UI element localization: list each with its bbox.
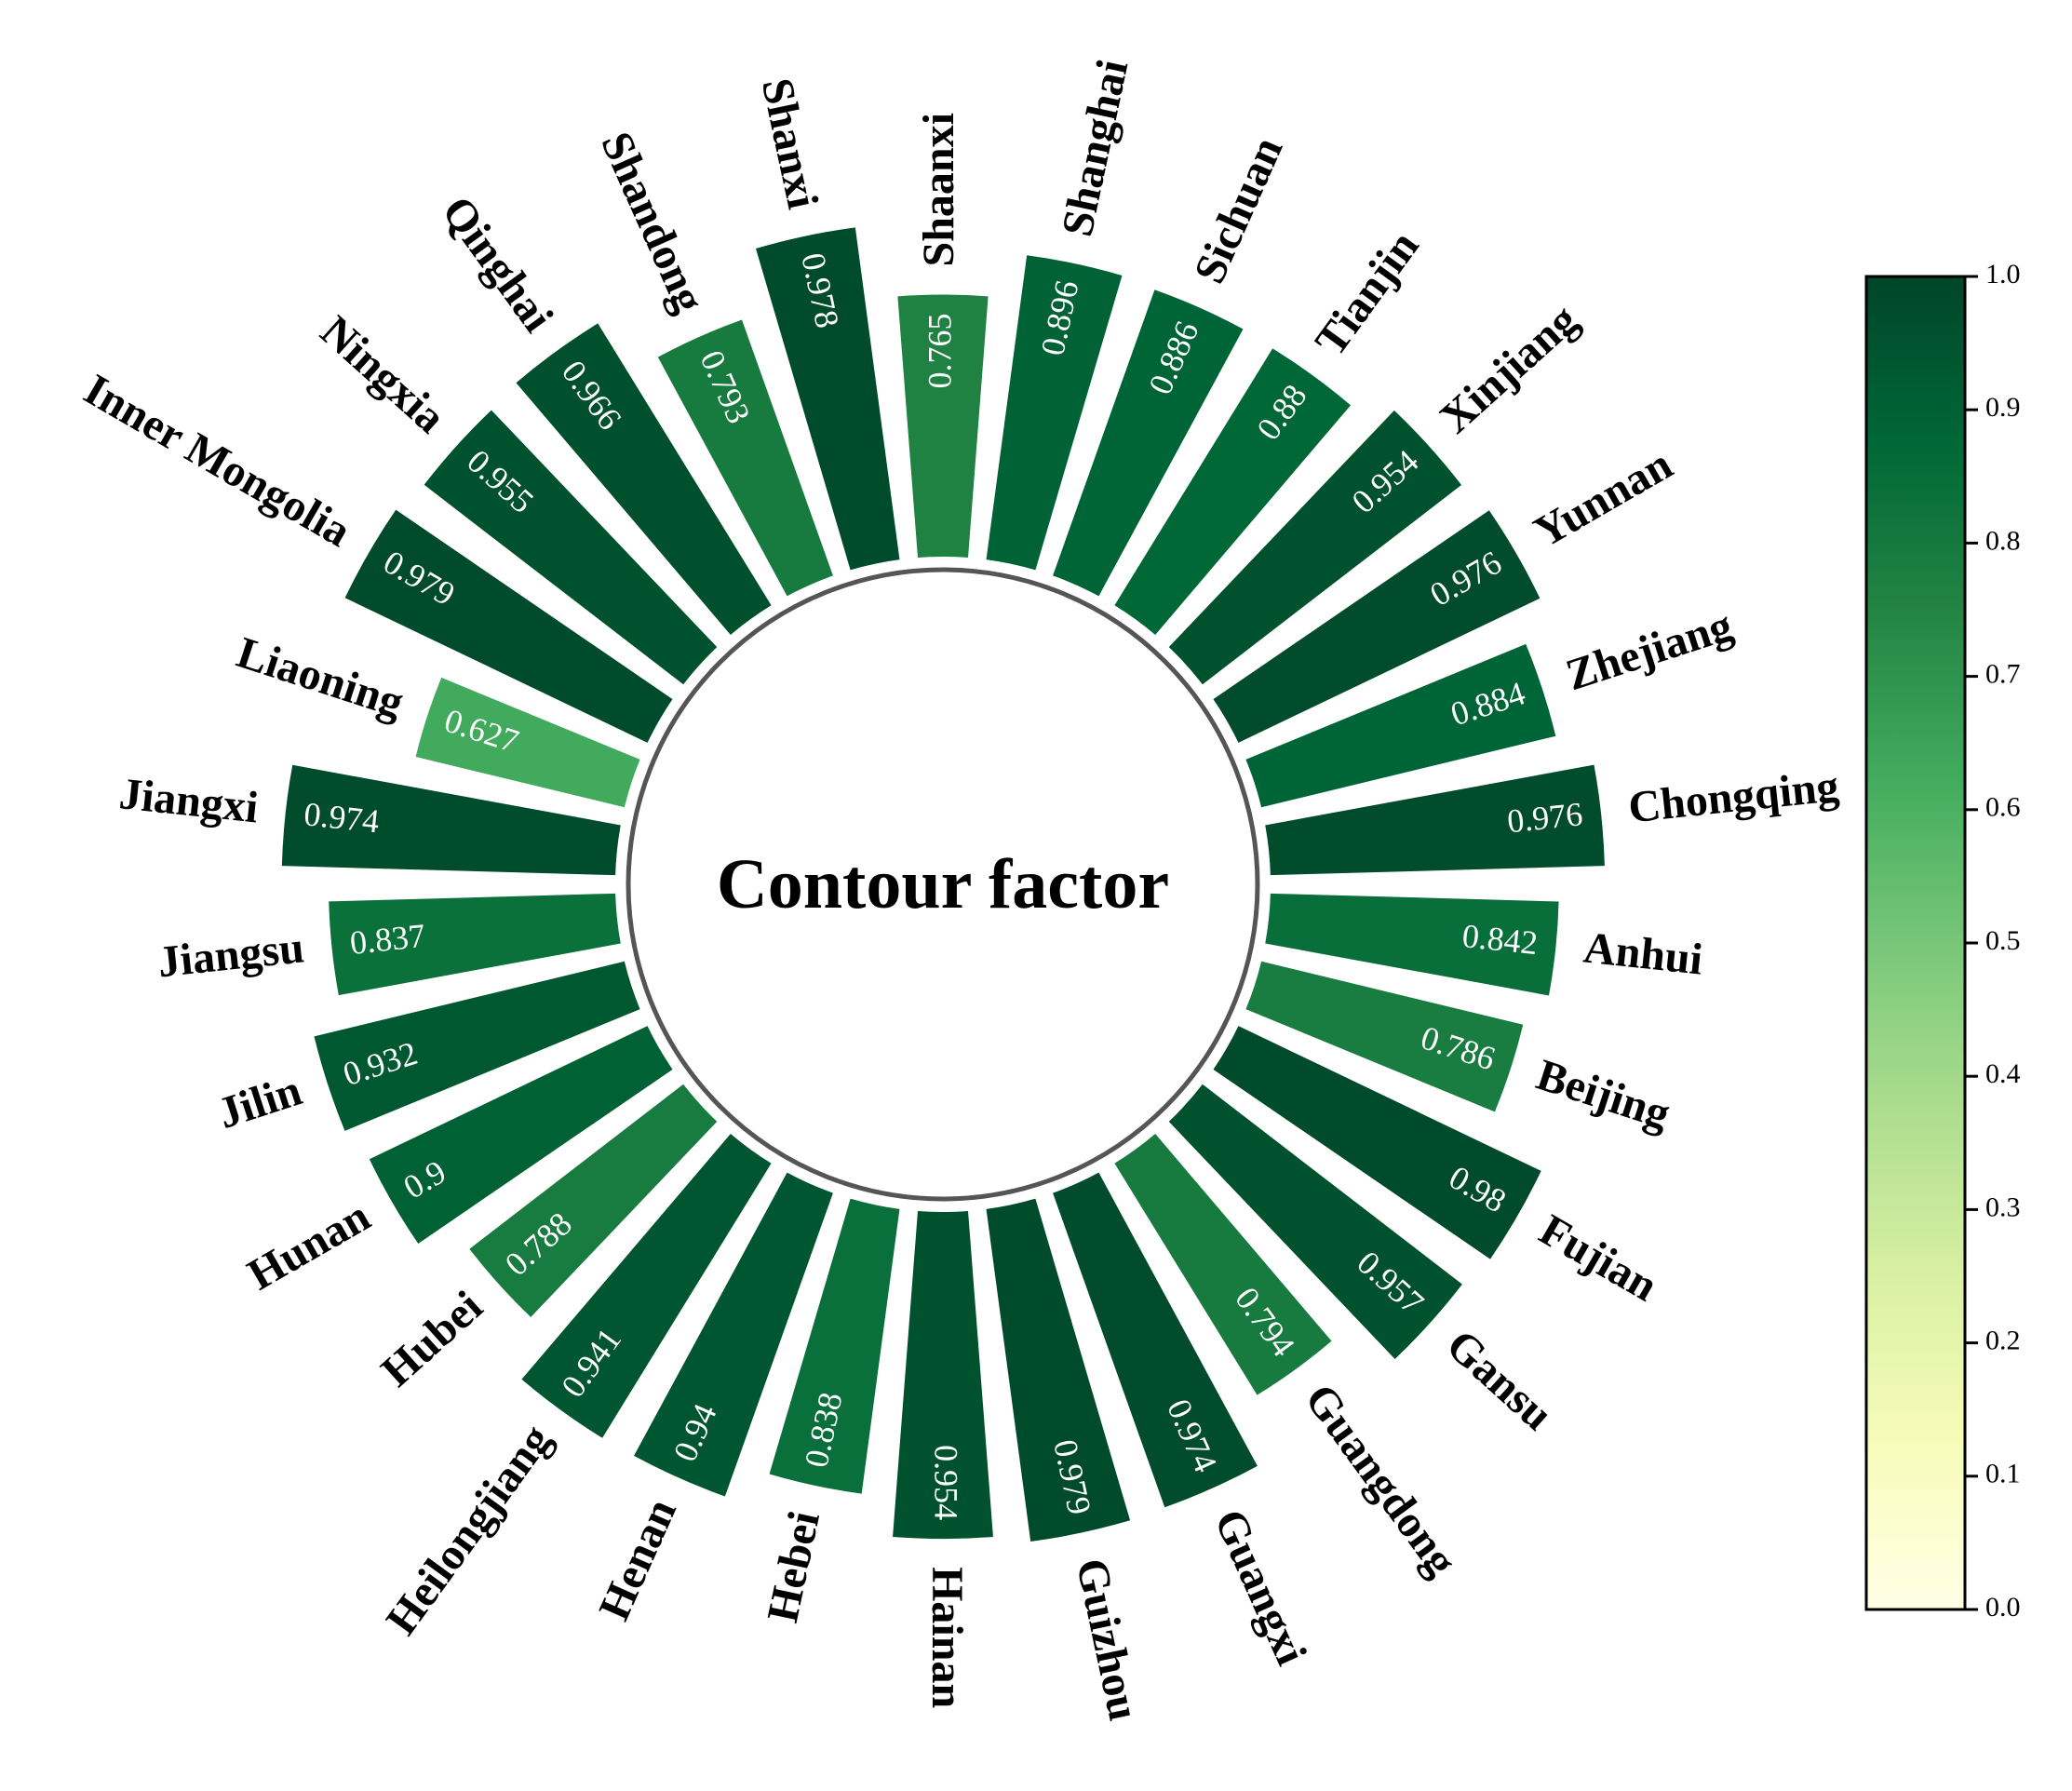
category-label: Ningxia xyxy=(311,306,454,442)
bar-fujian xyxy=(1213,1026,1541,1259)
colorbar-tick-label: 0.4 xyxy=(1985,1058,2021,1089)
category-label: Shanghai xyxy=(1053,55,1138,240)
bar-shanxi xyxy=(756,227,900,571)
category-label: Sichuan xyxy=(1185,129,1293,290)
bar-shaanxi xyxy=(897,294,989,559)
bar-shandong xyxy=(657,319,833,597)
bar-jiangxi xyxy=(281,764,621,876)
colorbar-tick-label: 0.3 xyxy=(1985,1192,2021,1222)
category-label: Zhejiang xyxy=(1560,600,1738,700)
value-label: 0.765 xyxy=(921,313,958,388)
category-label: Heilongjiang xyxy=(377,1416,561,1644)
bar-anhui xyxy=(1265,893,1559,996)
category-label: Hebei xyxy=(758,1507,829,1626)
colorbar-tick-label: 0.8 xyxy=(1985,525,2021,556)
category-label: Liaoning xyxy=(231,627,409,727)
category-label: Anhui xyxy=(1581,923,1705,985)
bar-liaoning xyxy=(415,677,640,808)
value-label: 0.954 xyxy=(928,1445,965,1520)
category-label: Tianjin xyxy=(1306,222,1429,364)
category-label: Jiangxi xyxy=(117,769,261,832)
bar-zhejiang xyxy=(1245,643,1556,808)
category-label: Fujian xyxy=(1531,1205,1665,1311)
center-circle xyxy=(626,567,1260,1202)
colorbar-tick-label: 0.1 xyxy=(1985,1459,2021,1489)
bar-heilongjiang xyxy=(521,1134,772,1438)
colorbar-tick-label: 1.0 xyxy=(1985,259,2021,290)
bar-hebei xyxy=(769,1198,900,1494)
colorbar-tick-label: 0.9 xyxy=(1985,392,2021,423)
bar-shanghai xyxy=(986,255,1123,571)
category-label: Hubei xyxy=(372,1282,492,1396)
category-label: Qinghai xyxy=(432,187,562,341)
value-label: 0.842 xyxy=(1460,917,1540,962)
category-label: Hainan xyxy=(922,1567,972,1708)
category-label: Yunnan xyxy=(1526,439,1680,557)
colorbar-tick-label: 0.0 xyxy=(1985,1592,2021,1623)
value-label: 0.837 xyxy=(348,917,427,962)
category-label: Henan xyxy=(589,1491,686,1627)
category-label: Beijing xyxy=(1531,1050,1676,1139)
bar-guangxi xyxy=(1053,1172,1258,1508)
category-label: Jilin xyxy=(212,1066,308,1138)
bar-jiangsu xyxy=(329,893,621,996)
bar-tianjin xyxy=(1114,348,1352,635)
colorbar-tick-label: 0.6 xyxy=(1985,792,2021,823)
category-label: Inner Mongolia xyxy=(76,365,359,557)
bar-hunan xyxy=(369,1026,673,1244)
bar-hainan xyxy=(893,1210,993,1540)
category-label: Shanxi xyxy=(752,74,827,213)
category-label: Xinjiang xyxy=(1431,295,1587,443)
bar-qinghai xyxy=(516,323,772,635)
bar-xinjiang xyxy=(1168,410,1462,685)
category-label: Shaanxi xyxy=(914,113,963,266)
category-label: Chongqing xyxy=(1626,761,1841,832)
colorbar-tick-label: 0.2 xyxy=(1985,1325,2021,1355)
bars-layer xyxy=(281,227,1605,1542)
category-label: Guangdong xyxy=(1295,1375,1466,1584)
bar-jilin xyxy=(314,961,640,1131)
bar-sichuan xyxy=(1053,290,1244,597)
bar-hubei xyxy=(469,1084,718,1317)
colorbar-tick-label: 0.5 xyxy=(1985,925,2021,956)
bar-guizhou xyxy=(986,1198,1131,1542)
bar-guangdong xyxy=(1114,1134,1332,1395)
bar-yunnan xyxy=(1213,510,1541,743)
bar-inner-mongolia xyxy=(344,509,673,743)
value-label: 0.976 xyxy=(1505,795,1584,840)
bar-ningxia xyxy=(424,410,718,685)
category-label: Hunan xyxy=(239,1192,378,1300)
category-label: Gansu xyxy=(1437,1320,1563,1440)
colorbar-tick-label: 0.7 xyxy=(1985,658,2021,689)
bar-henan xyxy=(634,1172,833,1497)
category-label: Shandong xyxy=(591,125,714,319)
bar-gansu xyxy=(1168,1084,1462,1359)
colorbar-gradient xyxy=(1864,275,1967,1611)
category-label: Jiangsu xyxy=(155,922,306,987)
chart-title: Contour factor xyxy=(717,845,1169,923)
colorbar-ticks: 0.0 0.1 0.2 0.3 0.4 0.5 0.6 0.7 0.8 0.9 1.0 xyxy=(1965,259,2021,1623)
category-label: Guizhou xyxy=(1067,1555,1149,1725)
value-label: 0.974 xyxy=(303,795,382,840)
colorbar: 0.0 0.1 0.2 0.3 0.4 0.5 0.6 0.7 0.8 0.9 1.0 xyxy=(1864,259,2021,1623)
bar-chongqing xyxy=(1265,764,1605,876)
category-label: Guangxi xyxy=(1204,1502,1316,1672)
bar-beijing xyxy=(1245,961,1524,1112)
